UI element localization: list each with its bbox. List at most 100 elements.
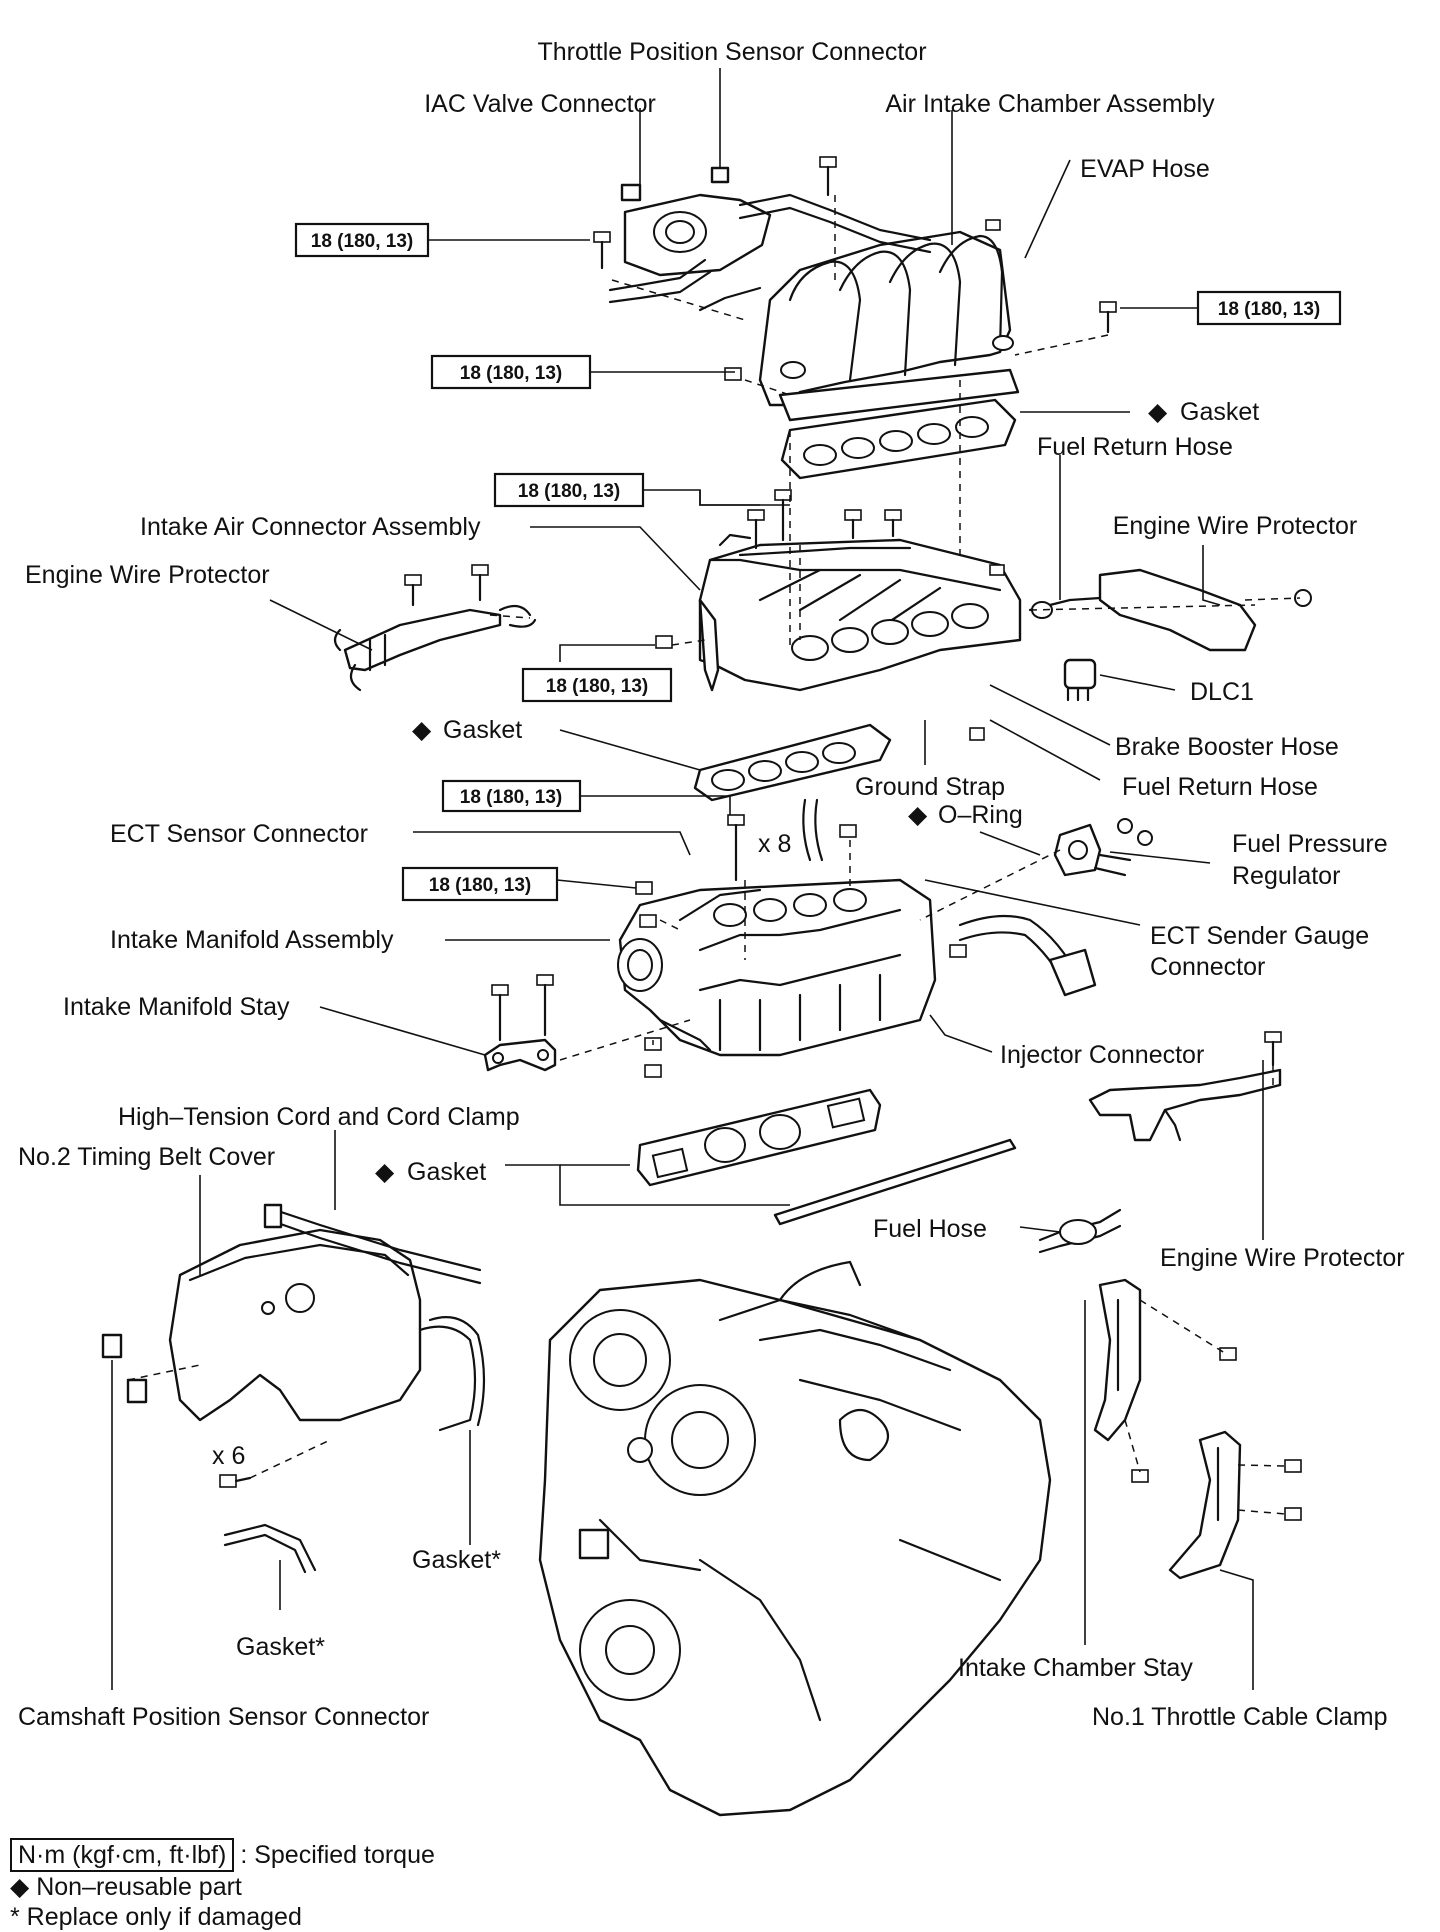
bolt [747,509,765,550]
bolt [1219,1347,1237,1361]
label-no2-timing-belt-cover: No.2 Timing Belt Cover [18,1143,275,1171]
torque-value: 18 (180, 13) [1218,299,1320,320]
label-ground-strap: Ground Strap [855,773,1005,801]
fuel-hose-part [1038,1208,1122,1254]
diamond-symbol: ◆ [1148,398,1168,426]
nut [949,944,967,958]
no2-timing-belt-cover-part [101,1203,486,1574]
label-x6: x 6 [212,1442,245,1470]
fuel-pressure-regulator-part [1053,818,1153,877]
gasket-mid-part [693,723,892,802]
label-throttle-position-sensor-connector: Throttle Position Sensor Connector [537,38,926,66]
leader-lines [111,68,1264,1690]
gasket-lower-part [636,1088,1017,1226]
bolt [985,219,1001,231]
nut [639,914,657,928]
diamond-symbol: ◆ [908,801,928,829]
intake-chamber-stay-part [1093,1278,1142,1442]
label-x8: x 8 [758,830,791,858]
label-dlc1: DLC1 [1190,678,1254,706]
label-intake-chamber-stay: Intake Chamber Stay [958,1654,1193,1682]
label-evap-hose: EVAP Hose [1080,155,1210,183]
label-gasket-mid: Gasket [443,716,522,744]
label-high-tension-cord: High–Tension Cord and Cord Clamp [118,1103,520,1131]
legend-diamond-symbol: ◆ [10,1873,30,1901]
label-brake-booster-hose: Brake Booster Hose [1115,733,1339,761]
nut [655,635,673,649]
part-labels: Throttle Position Sensor Connector IAC V… [18,38,1405,1731]
torque-value: 18 (180, 13) [546,676,648,697]
torque-box: 18 (180, 13) [1196,290,1342,326]
intake-manifold-assembly [617,798,1097,1057]
label-gasket-star-right: Gasket* [412,1546,501,1574]
bolt [404,574,422,607]
label-intake-manifold-assembly: Intake Manifold Assembly [110,926,394,954]
nut [724,367,742,381]
air-intake-chamber-assembly [608,166,1020,422]
torque-value: 18 (180, 13) [311,231,413,252]
label-gasket-upper: Gasket [1180,398,1259,426]
label-camshaft-position-sensor-connector: Camshaft Position Sensor Connector [18,1703,429,1731]
torque-box: 18 (180, 13) [521,667,673,703]
engine-block-part [538,1260,1052,1817]
bolt [969,727,985,741]
nut [635,881,653,895]
label-fuel-return-hose-lower: Fuel Return Hose [1122,773,1318,801]
label-engine-wire-protector-right: Engine Wire Protector [1113,512,1358,540]
label-intake-manifold-stay: Intake Manifold Stay [63,993,290,1021]
label-no1-throttle-cable-clamp: No.1 Throttle Cable Clamp [1092,1703,1388,1731]
label-ect-sender-gauge-connector-line2: Connector [1150,953,1265,981]
label-o-ring: O–Ring [938,801,1023,829]
nut [839,824,857,838]
bolt [491,984,509,1042]
legend-torque-desc: : Specified torque [240,1841,435,1869]
torque-box: 18 (180, 13) [493,472,645,508]
legend-replace-row: * Replace only if damaged [10,1903,302,1931]
bolt [471,564,489,602]
torque-box: 18 (180, 13) [430,354,592,390]
bolts-and-nuts [219,156,1302,1521]
label-injector-connector: Injector Connector [1000,1041,1204,1069]
bolt [819,156,837,197]
dlc1-part [1063,658,1097,702]
bolt [884,509,902,538]
nut [644,1064,662,1078]
engine-wire-protector-right-part [1028,568,1312,652]
bolt [989,564,1005,576]
torque-box: 18 (180, 13) [294,222,430,258]
bolt [536,974,554,1037]
label-intake-air-connector-assembly: Intake Air Connector Assembly [140,513,481,541]
label-fuel-pressure-regulator-line1: Fuel Pressure [1232,830,1388,858]
torque-value: 18 (180, 13) [518,481,620,502]
bolt [219,1474,252,1488]
label-ect-sender-gauge-connector-line1: ECT Sender Gauge [1150,922,1369,950]
torque-value: 18 (180, 13) [460,363,562,384]
bolt [727,814,745,882]
bolt [1099,301,1117,334]
intake-manifold-stay-part [483,1038,557,1072]
no1-throttle-cable-clamp-part [1168,1430,1242,1580]
legend: N·m (kgf·cm, ft·lbf): Specified torque ◆… [10,1838,610,1932]
label-engine-wire-protector-left: Engine Wire Protector [25,561,270,589]
intake-air-connector-assembly [698,533,1022,692]
legend-torque-row: N·m (kgf·cm, ft·lbf): Specified torque [10,1838,610,1872]
torque-box: 18 (180, 13) [401,866,559,902]
engine-wire-protector-left-part [333,604,537,692]
bolt [1284,1459,1302,1473]
legend-non-reusable-text: Non–reusable part [36,1873,242,1901]
label-fuel-pressure-regulator-line2: Regulator [1232,862,1340,890]
diamond-symbol: ◆ [375,1158,395,1186]
gasket-upper-part [780,398,1017,480]
bolt [593,231,611,270]
label-gasket-star-left: Gasket* [236,1633,325,1661]
label-ect-sensor-connector: ECT Sensor Connector [110,820,368,848]
label-engine-wire-protector-lower: Engine Wire Protector [1160,1244,1405,1272]
torque-spec-boxes: 18 (180, 13) 18 (180, 13) 18 (180, 13) 1… [294,222,1342,902]
torque-box: 18 (180, 13) [441,779,582,813]
label-fuel-hose: Fuel Hose [873,1215,987,1243]
diamond-symbol: ◆ [412,716,432,744]
bolt [1264,1031,1282,1067]
label-gasket-lower: Gasket [407,1158,486,1186]
engine-wire-protector-lower-part [1088,1068,1282,1142]
